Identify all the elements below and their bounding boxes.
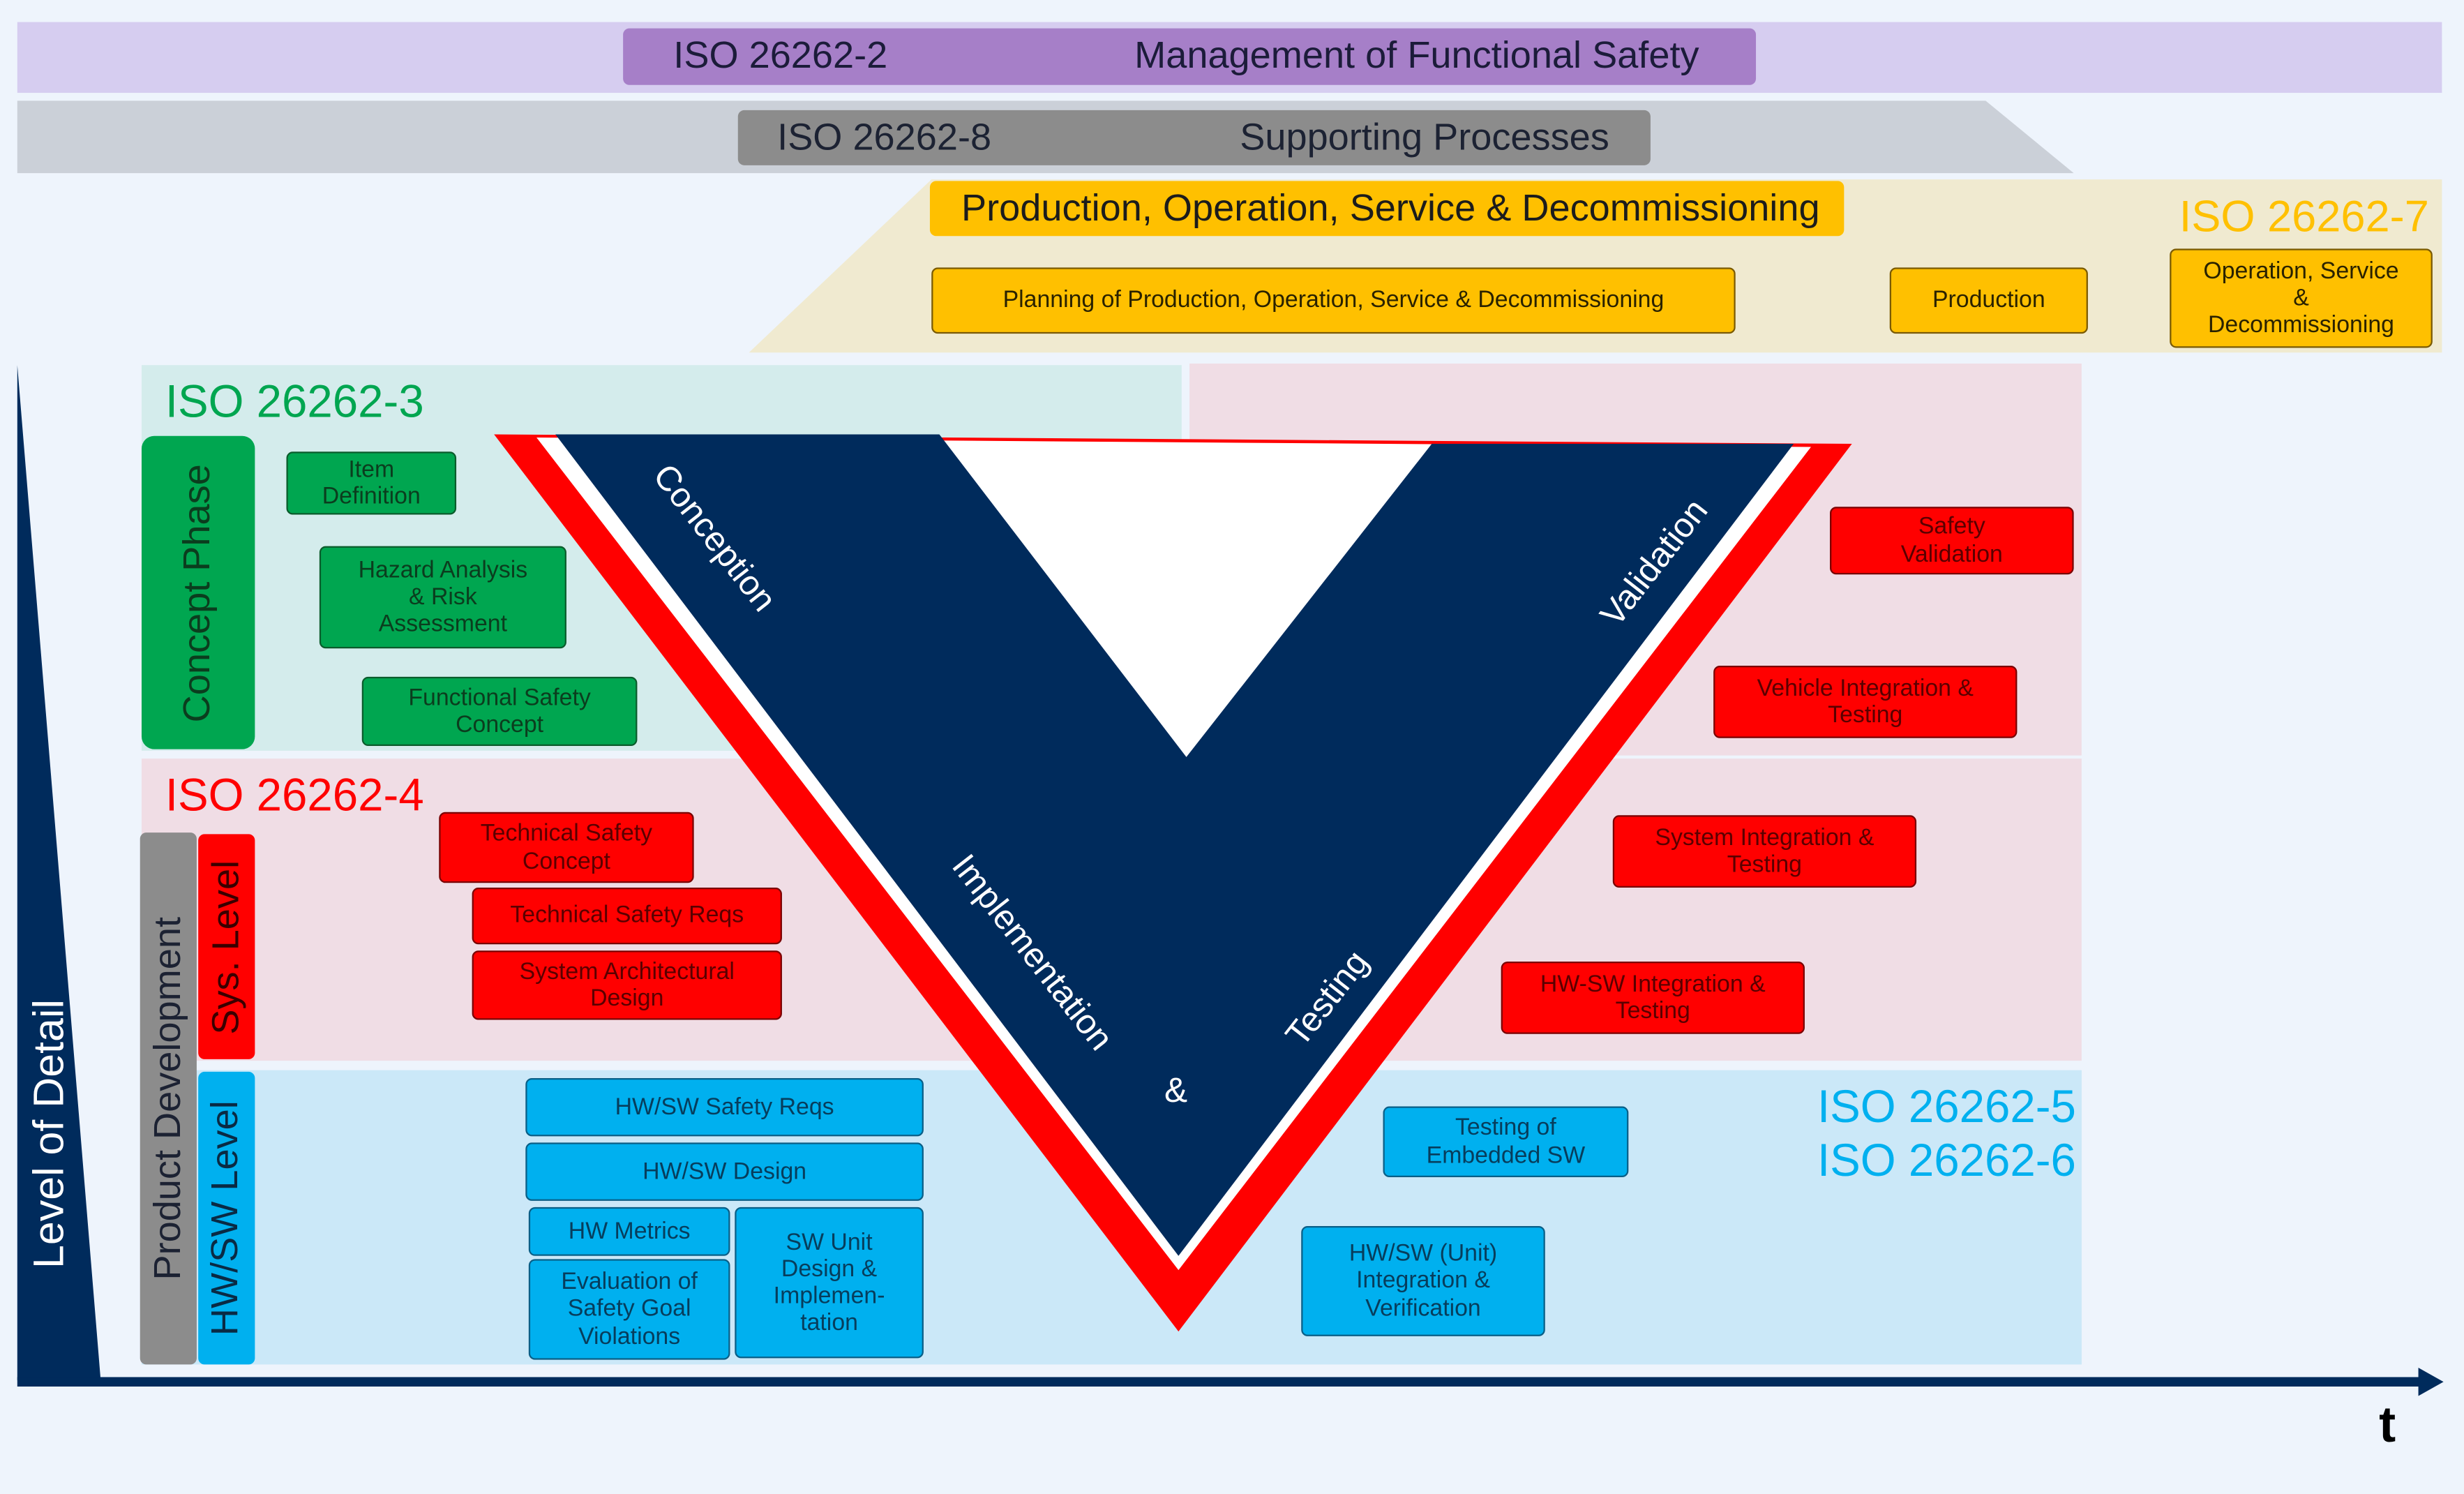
y-axis-text: Level of Detail <box>26 998 73 1268</box>
x-axis-label: t <box>2379 1396 2396 1453</box>
supporting-bar <box>737 110 1651 165</box>
iso26262-5-part: ISO 26262-5 <box>1817 1082 2076 1133</box>
system-part: ISO 26262-4 <box>165 771 424 822</box>
y-axis-wedge <box>17 365 101 1380</box>
hwsw-safety-reqs-box: HW/SW Safety Reqs <box>525 1077 924 1137</box>
hwsw-level-label: HW/SW Level <box>198 1071 255 1365</box>
system-integration-box: System Integration & Testing <box>1612 815 1917 888</box>
x-axis-line <box>17 1377 2422 1387</box>
testing-embedded-sw-box: Testing of Embedded SW <box>1383 1106 1629 1178</box>
x-axis-arrowhead <box>2418 1367 2444 1396</box>
vehicle-integration-box: Vehicle Integration & Testing <box>1713 666 2018 738</box>
hwsw-design-box: HW/SW Design <box>525 1142 924 1201</box>
hw-metrics-box: HW Metrics <box>528 1207 730 1256</box>
evaluation-safety-goal-box: Evaluation of Safety Goal Violations <box>528 1259 730 1360</box>
v-navy <box>555 434 1794 1256</box>
operation-service-decommissioning-box: Operation, Service & Decommissioning <box>2170 248 2433 348</box>
concept-part: ISO 26262-3 <box>165 378 424 428</box>
hazard-analysis-box: Hazard Analysis & Risk Assessment <box>319 546 566 649</box>
management-title: Management of Functional Safety <box>1134 34 1699 77</box>
iso26262-6-part: ISO 26262-6 <box>1817 1136 2076 1187</box>
planning-production-box: Planning of Production, Operation, Servi… <box>931 267 1736 334</box>
product-development-label: Product Development <box>140 832 197 1365</box>
item-definition-box: Item Definition <box>286 451 457 515</box>
functional-safety-concept-box: Functional Safety Concept <box>361 676 638 747</box>
production-title-bar <box>929 181 1845 237</box>
production-box: Production <box>1889 267 2088 334</box>
hwsw-unit-integration-box: HW/SW (Unit) Integration & Verification <box>1301 1225 1545 1336</box>
management-bar <box>623 28 1757 85</box>
y-axis-label: Level of Detail <box>19 992 82 1275</box>
hw-sw-integration-box: HW-SW Integration & Testing <box>1501 962 1805 1034</box>
sw-unit-design-box: SW Unit Design & Implemen- tation <box>735 1207 924 1359</box>
safety-validation-box: Safety Validation <box>1830 507 2074 575</box>
supporting-part: ISO 26262-8 <box>777 116 992 159</box>
management-part: ISO 26262-2 <box>673 34 888 77</box>
technical-safety-reqs-box: Technical Safety Reqs <box>472 888 782 945</box>
ampersand-label: & <box>1164 1070 1188 1110</box>
sys-level-label: Sys. Level <box>198 834 255 1059</box>
technical-safety-concept-box: Technical Safety Concept <box>439 812 694 883</box>
production-title: Production, Operation, Service & Decommi… <box>961 187 1820 230</box>
system-architectural-design-box: System Architectural Design <box>472 950 782 1020</box>
concept-phase-label: Concept Phase <box>141 435 255 749</box>
supporting-title: Supporting Processes <box>1240 116 1609 159</box>
production-part: ISO 26262-7 <box>2179 192 2429 241</box>
